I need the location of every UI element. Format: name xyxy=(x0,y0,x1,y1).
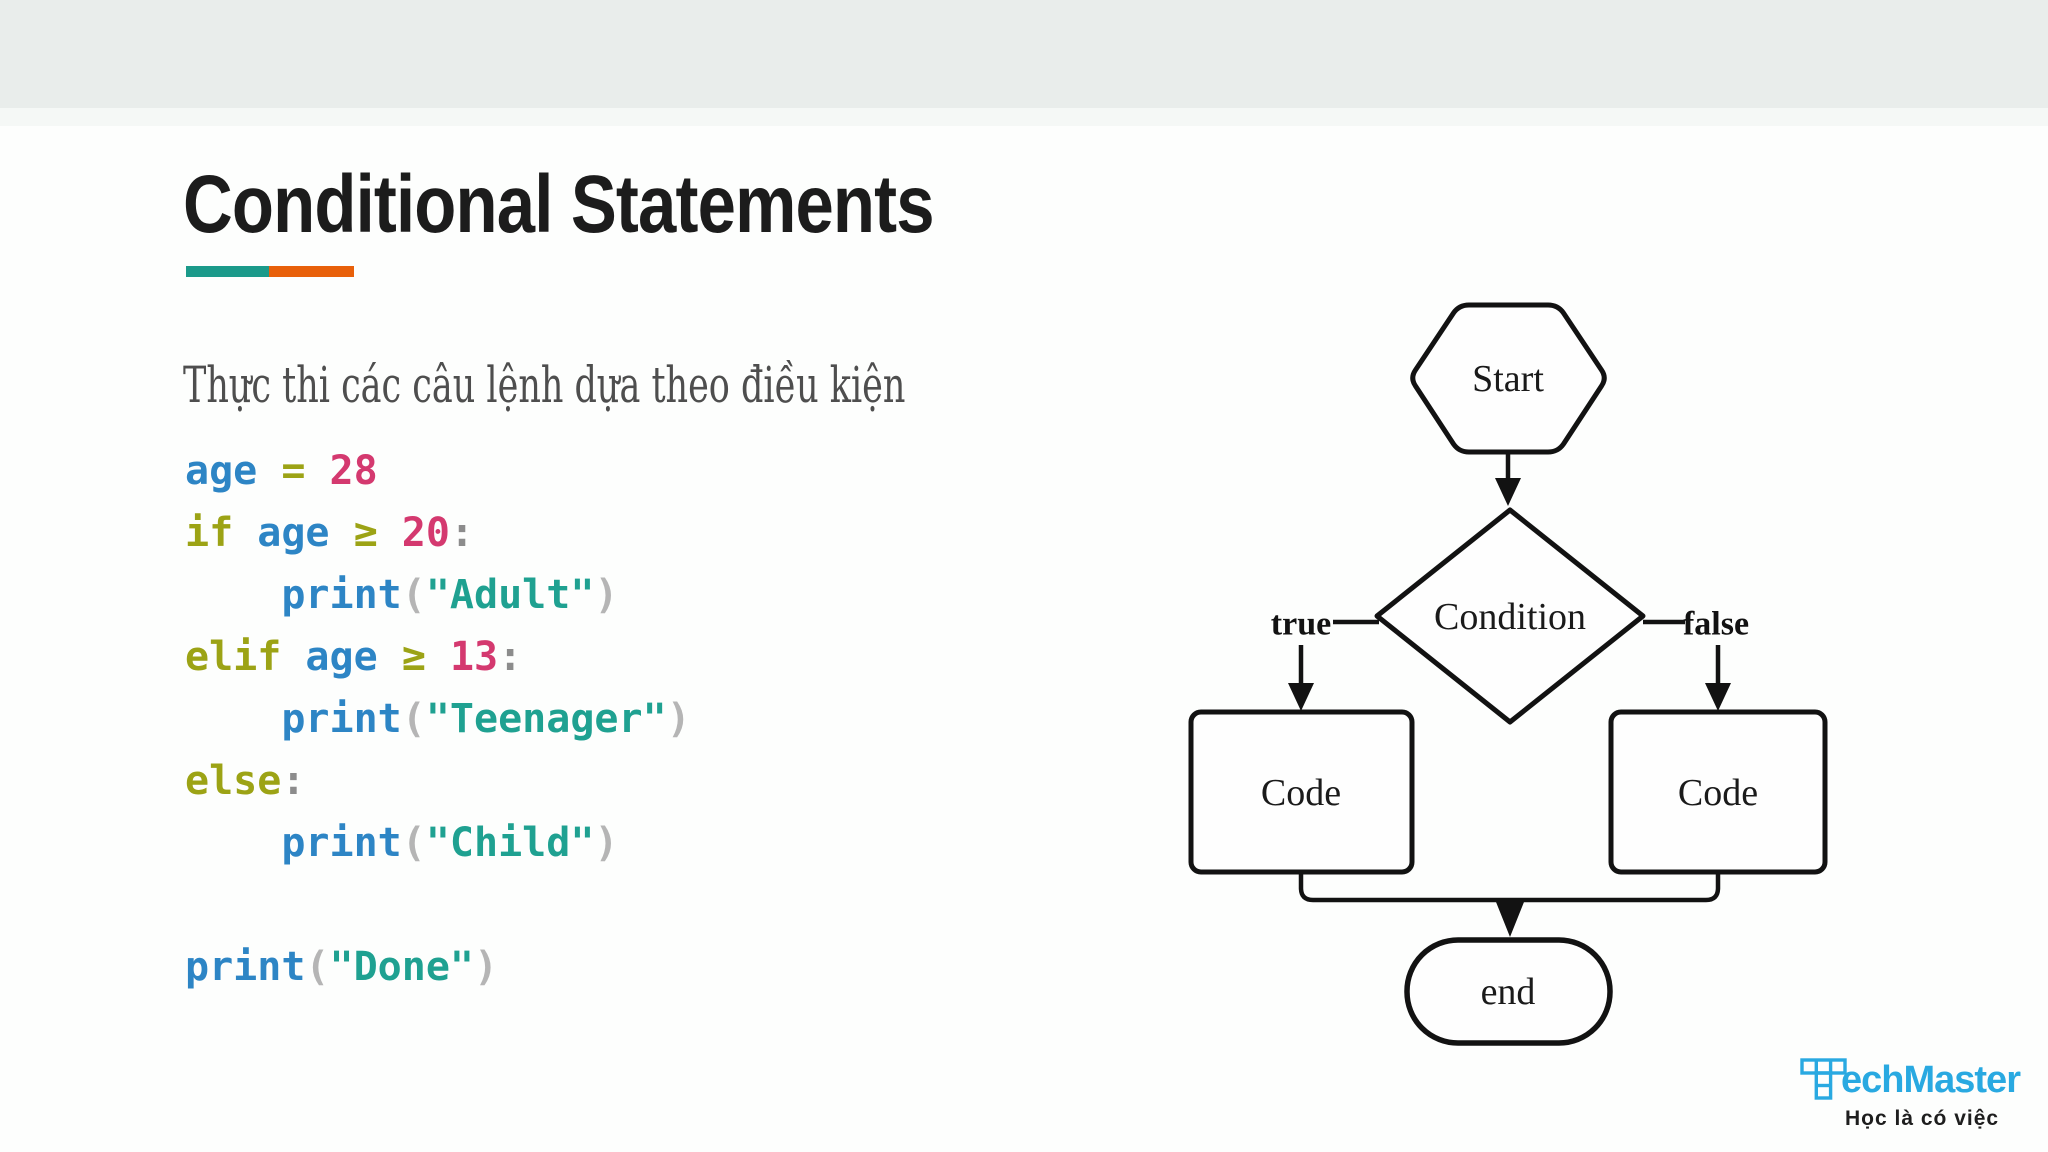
condition-diamond xyxy=(1374,507,1646,725)
code-token xyxy=(281,634,305,680)
logo-tagline: Học là có việc xyxy=(1845,1107,2000,1130)
code-box-left-label: Code xyxy=(1261,772,1341,814)
code-token: 13 xyxy=(449,634,499,680)
start-label: Start xyxy=(1472,358,1544,400)
code-token: print xyxy=(281,696,402,742)
page-title: Conditional Statements xyxy=(183,159,935,250)
code-line: print("Adult") xyxy=(185,564,691,626)
code-line: elif age ≥ 13: xyxy=(185,626,691,688)
code-token: ) xyxy=(474,944,499,990)
code-token: print xyxy=(185,944,306,990)
grid-t-icon xyxy=(1800,1058,1847,1100)
code-token: ) xyxy=(594,572,619,618)
code-token xyxy=(305,448,329,494)
code-token xyxy=(185,572,281,618)
code-token: if xyxy=(185,510,234,556)
code-token xyxy=(233,510,257,556)
flowchart: Start Condition true false Code Code end xyxy=(1188,302,1828,1046)
code-token: "Child" xyxy=(425,820,595,866)
end-node xyxy=(1404,937,1613,1046)
code-token: age xyxy=(305,634,378,680)
arrow-down-icon xyxy=(1496,902,1524,937)
code-token: "Done" xyxy=(329,944,475,990)
code-token: print xyxy=(281,820,402,866)
code-token: ) xyxy=(594,820,619,866)
code-token: : xyxy=(498,634,523,680)
code-token: "Adult" xyxy=(425,572,595,618)
code-line: if age ≥ 20: xyxy=(185,502,691,564)
code-token xyxy=(330,510,354,556)
accent-bar-orange xyxy=(269,266,354,277)
code-line: print("Done") xyxy=(185,936,691,998)
techmaster-logo: echMaster Học là có việc xyxy=(1795,1052,2035,1142)
merge-connector xyxy=(1298,872,1721,903)
code-token: else xyxy=(185,758,282,804)
code-line: else: xyxy=(185,750,691,812)
accent-bar-teal xyxy=(186,266,269,277)
end-label: end xyxy=(1481,971,1536,1013)
code-token xyxy=(185,696,281,742)
code-token: : xyxy=(281,758,306,804)
false-branch-label: false xyxy=(1683,606,1749,643)
true-branch-label: true xyxy=(1271,606,1331,643)
top-band xyxy=(0,0,2048,108)
condition-label: Condition xyxy=(1434,596,1586,638)
code-token xyxy=(257,448,281,494)
arrow-down-icon xyxy=(1705,683,1731,711)
code-token: ≥ xyxy=(353,510,378,556)
code-token: age xyxy=(257,510,330,556)
code-token: = xyxy=(281,448,306,494)
code-token: print xyxy=(281,572,402,618)
code-token: ( xyxy=(401,696,426,742)
code-token: ≥ xyxy=(401,634,426,680)
code-token: 28 xyxy=(329,448,378,494)
code-token: age xyxy=(185,448,258,494)
code-token: ) xyxy=(666,696,691,742)
arrow-down-icon xyxy=(1288,683,1314,711)
code-token: : xyxy=(449,510,475,556)
code-line xyxy=(185,874,691,936)
code-token: "Teenager" xyxy=(425,696,667,742)
code-token: ( xyxy=(401,572,426,618)
code-token: 20 xyxy=(401,510,450,556)
code-token xyxy=(185,820,281,866)
arrow-down-icon xyxy=(1495,478,1521,506)
start-node xyxy=(1410,302,1607,455)
top-band-strip xyxy=(0,108,2048,126)
code-token xyxy=(378,510,402,556)
code-token: elif xyxy=(185,634,282,680)
code-token: ( xyxy=(305,944,330,990)
code-line: print("Child") xyxy=(185,812,691,874)
code-box-right-label: Code xyxy=(1678,772,1758,814)
code-token: ( xyxy=(401,820,426,866)
logo-brand-text: echMaster xyxy=(1841,1059,2021,1101)
subtitle: Thực thi các câu lệnh dựa theo điều kiện xyxy=(183,356,906,414)
code-line: age = 28 xyxy=(185,440,691,502)
code-token xyxy=(426,634,450,680)
code-token xyxy=(378,634,402,680)
code-line: print("Teenager") xyxy=(185,688,691,750)
